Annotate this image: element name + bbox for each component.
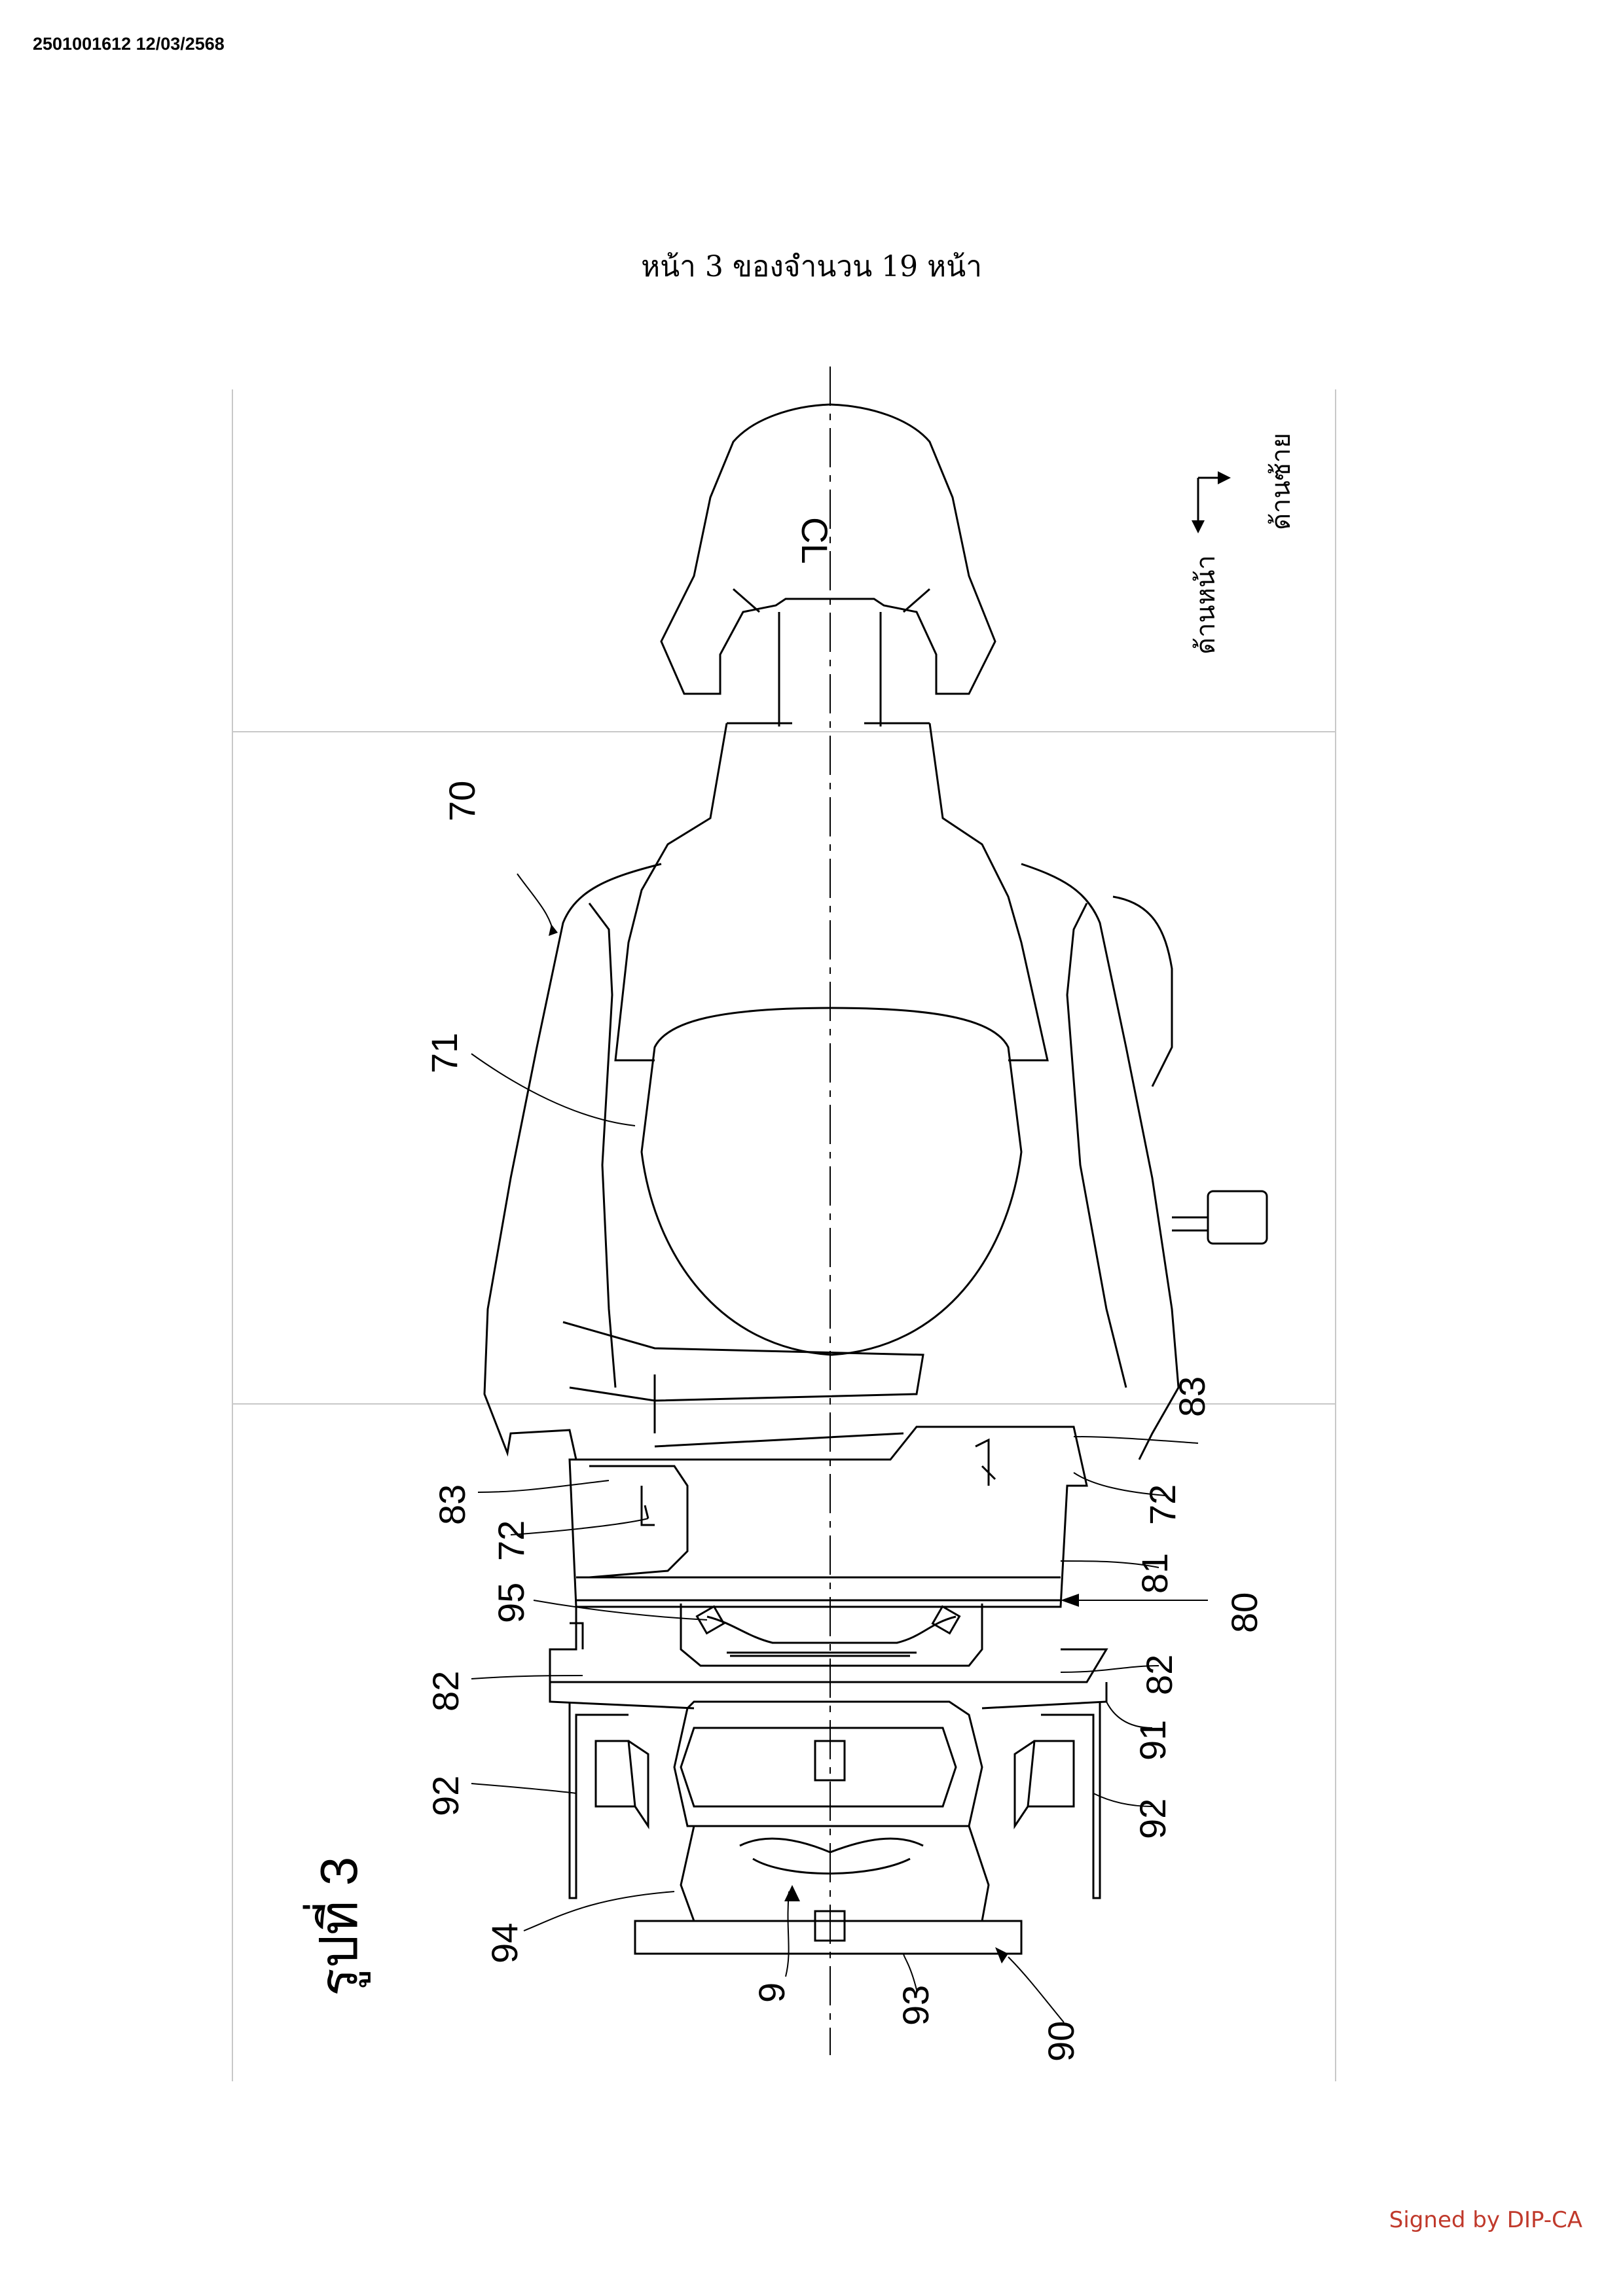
callout-83-right: 83 (1171, 1376, 1213, 1417)
front-arrow (1192, 520, 1205, 533)
figure-label: รูปที่ 3 (303, 1857, 371, 1996)
callout-92-right: 92 (1132, 1799, 1173, 1839)
callout-70: 70 (441, 781, 483, 821)
front-direction-label: ด้านหน้า (1192, 555, 1220, 655)
document-id: 2501001612 12/03/2568 (33, 34, 225, 54)
page-counter: หน้า 3 ของจำนวน 19 หน้า (641, 250, 982, 283)
centerline-label: CL (794, 517, 835, 564)
callout-83-left: 83 (431, 1484, 473, 1525)
vehicle-outline (483, 403, 1268, 1955)
callout-82-right: 82 (1139, 1655, 1180, 1695)
callout-92-left: 92 (425, 1776, 466, 1816)
callout-71: 71 (424, 1033, 465, 1073)
callout-9: 9 (751, 1982, 792, 2003)
callout-72-right: 72 (1142, 1484, 1183, 1525)
leader-arrows (549, 924, 1079, 1964)
callout-80: 80 (1224, 1592, 1265, 1633)
callout-94: 94 (484, 1923, 525, 1964)
leader-lines (471, 873, 1209, 2023)
callout-72-left: 72 (490, 1520, 532, 1561)
callout-91: 91 (1132, 1720, 1173, 1761)
callout-81: 81 (1134, 1553, 1175, 1594)
callout-82-left: 82 (425, 1671, 466, 1712)
callout-90: 90 (1040, 2021, 1082, 2062)
left-arrow (1218, 471, 1231, 484)
left-direction-label: ด้านซ้าย (1267, 433, 1296, 530)
digital-signature: Signed by DIP-CA (1389, 2207, 1582, 2233)
callout-93: 93 (895, 1985, 936, 2026)
frame-lines (232, 389, 1336, 2081)
callout-95: 95 (490, 1583, 532, 1623)
